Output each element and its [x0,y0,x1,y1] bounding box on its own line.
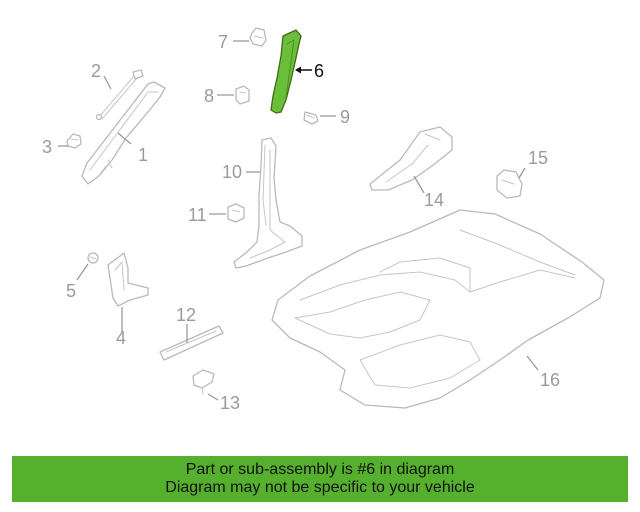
callout-9[interactable]: 9 [340,107,350,127]
callout-5[interactable]: 5 [66,281,76,301]
callout-15[interactable]: 15 [528,148,548,168]
callout-12[interactable]: 12 [176,305,196,325]
callout-leaders [58,40,539,401]
part-14-kick-panel[interactable] [369,126,453,191]
banner-line-1: Part or sub-assembly is #6 in diagram [185,461,455,478]
part-9-screw[interactable] [303,111,319,125]
part-4-lower-trim[interactable] [107,252,149,307]
part-6-highlighted-trim[interactable] [270,29,302,114]
callout-3[interactable]: 3 [42,137,52,157]
part-15-trim[interactable] [496,169,523,199]
part-11-bracket[interactable] [227,203,245,223]
part-13-push-clip[interactable] [192,369,215,395]
callout-4[interactable]: 4 [116,328,126,348]
part-12-scuff-strip[interactable] [159,325,224,361]
part-7-clip[interactable] [249,27,267,47]
callout-14[interactable]: 14 [424,190,444,210]
callout-13[interactable]: 13 [220,393,240,413]
callout-16[interactable]: 16 [540,370,560,390]
part-8-bracket[interactable] [235,85,250,105]
callout-11[interactable]: 11 [188,205,207,225]
callout-2[interactable]: 2 [91,61,101,81]
part-info-banner: Part or sub-assembly is #6 in diagram Di… [12,456,628,502]
callout-6[interactable]: 6 [314,61,324,81]
part-2-wire[interactable] [95,69,144,121]
banner-line-2: Diagram may not be specific to your vehi… [165,479,475,496]
part-1-pillar-trim[interactable] [81,81,166,185]
part-10-b-pillar-trim[interactable] [233,137,303,269]
callout-8[interactable]: 8 [204,86,214,106]
part-5-fastener[interactable] [87,252,99,264]
callout-labels: 1 2 3 4 5 6 7 8 9 10 11 12 13 14 15 16 [42,32,560,413]
callout-7[interactable]: 7 [218,32,228,52]
callout-1[interactable]: 1 [138,145,148,165]
callout-10[interactable]: 10 [222,162,242,182]
part-3-clip[interactable] [66,133,82,149]
part-16-floor-carpet[interactable] [271,209,605,409]
